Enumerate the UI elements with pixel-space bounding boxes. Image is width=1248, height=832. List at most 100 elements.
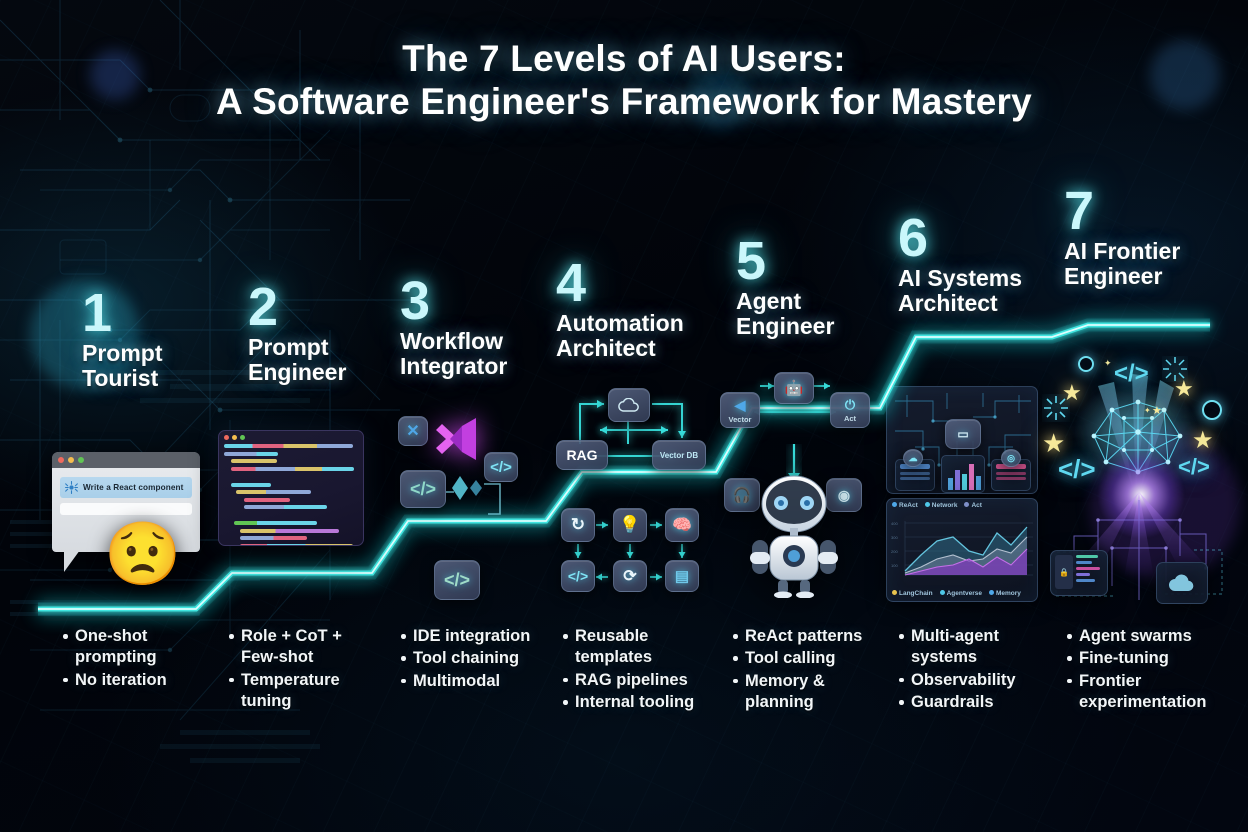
legend-label: Memory [996, 590, 1021, 597]
frontier-code-panel: 🔒 [1050, 550, 1108, 596]
act-node-tile: ⏻ Act [830, 392, 870, 428]
code-body [224, 444, 358, 545]
database-icon: ▤ [674, 568, 690, 585]
legend-item: Act [964, 502, 982, 509]
list-item: Frontier experimentation [1066, 671, 1236, 714]
level-2-title: Prompt Engineer [248, 334, 347, 386]
level-4-rag-flow: RAG Vector DB [556, 382, 706, 472]
arrow-left-icon: ◀ [734, 396, 746, 413]
legend-dot [892, 590, 897, 595]
circle-ring-icon [1202, 400, 1222, 420]
ai-sparkle-icon [65, 481, 78, 494]
level-2-heading: 2 Prompt Engineer [248, 280, 408, 386]
code-brackets-icon: </> [567, 568, 589, 584]
x-brackets-icon: ✕ [406, 423, 420, 440]
star-icon: ★ [1152, 405, 1162, 417]
window-dot-green [240, 435, 245, 440]
legend-dot [892, 502, 897, 507]
vector-node-label: Vector [728, 414, 752, 424]
power-action-icon: ⏻ [844, 397, 856, 412]
code-icon-tile: </> [561, 560, 595, 592]
level-4-title: Automation Architect [556, 310, 684, 362]
legend-item: Agentverse [939, 590, 982, 597]
prompt-input-field[interactable]: Write a React component [60, 477, 192, 498]
legend-dot [989, 590, 994, 595]
level-5-bullets: ReAct patterns Tool calling Memory & pla… [732, 626, 887, 715]
mini-panel-center [941, 455, 985, 493]
list-item: Tool chaining [400, 648, 560, 669]
level-5-heading: 5 Agent Engineer [736, 234, 896, 340]
lock-icon: 🔒 [1059, 567, 1069, 577]
list-item: Fine-tuning [1066, 648, 1236, 669]
frontier-cloud-panel [1156, 562, 1208, 604]
level-3-illustration: ✕ </> </> </> [392, 408, 532, 608]
title-line-1: The 7 Levels of AI Users: [402, 38, 846, 79]
legend-item: LangChain [892, 590, 933, 597]
list-item: IDE integration [400, 626, 560, 647]
systems-circuit-panel: ▭ ☁ ◎ [886, 386, 1038, 494]
level-3-bullets: IDE integration Tool chaining Multimodal [400, 626, 560, 693]
cloud-icon [618, 398, 639, 412]
list-item: Role + CoT + Few-shot [228, 626, 380, 669]
level-7-title: AI Frontier Engineer [1064, 238, 1181, 290]
level-1-title: Prompt Tourist [82, 340, 163, 392]
node-badge-left: ☁ [903, 449, 923, 467]
list-item: Agent swarms [1066, 626, 1236, 647]
central-chip-tile: ▭ [945, 419, 981, 449]
window-dot-green [78, 457, 84, 463]
level-1-heading: 1 Prompt Tourist [82, 286, 232, 392]
loop-icon: ↻ [570, 515, 586, 534]
rag-node-label: RAG [566, 447, 598, 463]
list-item: Temperature tuning [228, 670, 380, 713]
level-5-title: Agent Engineer [736, 288, 835, 340]
level-3-heading: 3 Workflow Integrator [400, 274, 570, 379]
rag-node-tile: RAG [556, 440, 608, 470]
lightbulb-icon: 💡 [619, 515, 641, 534]
code-icon-tile-bottom: </> [434, 560, 480, 600]
vector-node-tile: ◀ Vector [720, 392, 760, 428]
level-4-icon-grid: ↻ 💡 🧠 </> ⟳ ▤ [560, 508, 710, 592]
node-badge-right: ◎ [1001, 449, 1021, 467]
tile-connector-lines [446, 483, 501, 515]
level-2-bullets: Role + CoT + Few-shot Temperature tuning [228, 626, 380, 714]
vectordb-node-tile: Vector DB [652, 440, 706, 470]
database-icon-tile: ▤ [665, 560, 699, 592]
sparkle-icon: ✦ [1144, 406, 1151, 415]
list-item: Reusable templates [562, 626, 712, 669]
cloud-node-tile [608, 388, 650, 422]
bg-glow-spot-3 [690, 70, 750, 130]
svg-text:100: 100 [891, 563, 898, 568]
loop-icon-tile: ↻ [561, 508, 595, 542]
level-6-number: 6 [898, 208, 929, 268]
robot-icon: 🤖 [784, 380, 804, 397]
bg-glow-spot-2 [90, 50, 140, 100]
list-item: Multi-agent systems [898, 626, 1053, 669]
legend-dot [924, 502, 930, 507]
prompt-input-text: Write a React component [83, 483, 184, 492]
level-4-bullets: Reusable templates RAG pipelines Interna… [562, 626, 712, 715]
level-4-number: 4 [556, 253, 587, 313]
level-7-number: 7 [1064, 181, 1095, 241]
legend-dot [964, 502, 970, 507]
cloud-icon [1169, 574, 1194, 592]
chat-secondary-field[interactable] [60, 503, 192, 515]
level-6-heading: 6 AI Systems Architect [898, 208, 1078, 316]
chat-window: Write a React component 😟 [52, 452, 200, 586]
legend-item: ReAct [892, 502, 918, 509]
svg-text:200: 200 [891, 549, 898, 554]
list-item: Multimodal [400, 671, 560, 692]
svg-text:400: 400 [891, 521, 898, 526]
level-7-heading: 7 AI Frontier Engineer [1064, 181, 1244, 290]
speech-bubble-tail [64, 550, 80, 572]
list-item: No iteration [62, 670, 212, 691]
editor-x-icon-tile: ✕ [398, 416, 428, 446]
code-brackets-icon: </> [443, 569, 471, 590]
agent-robot-illustration [750, 475, 838, 598]
chat-window-titlebar [52, 452, 200, 468]
legend-item: Network [924, 502, 958, 509]
vectordb-node-label: Vector DB [659, 450, 699, 460]
legend-label: Agentverse [946, 590, 982, 597]
code-editor-window [218, 430, 364, 546]
legend-label: Network [931, 502, 958, 509]
